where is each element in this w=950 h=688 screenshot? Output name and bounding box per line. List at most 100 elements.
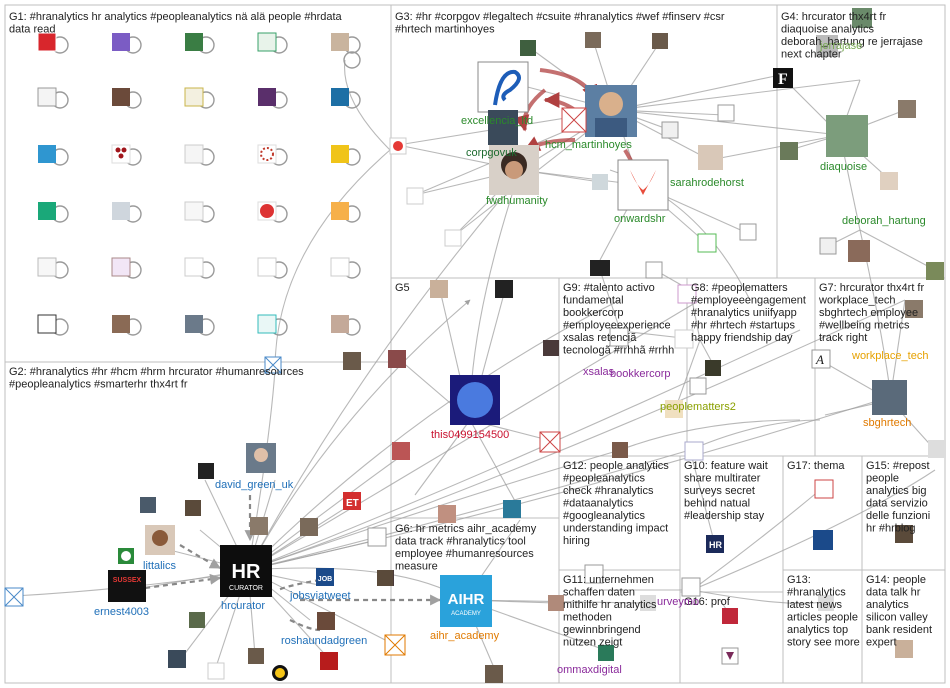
node-avatar[interactable] [37,314,57,334]
node-avatar[interactable] [184,257,204,277]
node-avatar[interactable] [681,577,701,597]
node-aihr-academy[interactable] [440,575,492,627]
node-avatar[interactable] [168,650,186,668]
node-avatar[interactable] [816,35,838,57]
node-avatar[interactable] [320,652,338,670]
node-avatar[interactable] [584,564,604,584]
node-avatar[interactable] [257,257,277,277]
node-avatar[interactable] [495,280,513,298]
node-avatar[interactable] [598,645,614,661]
node-diaquoise[interactable] [826,115,868,157]
node-avatar[interactable] [343,492,361,510]
node-avatar[interactable] [665,400,683,418]
node-avatar[interactable] [677,284,697,304]
node-avatar[interactable] [717,104,735,122]
node-excellencia-ltd[interactable] [477,61,529,113]
node-avatar[interactable] [852,8,872,28]
node-avatar[interactable] [300,518,318,536]
node-avatar[interactable] [257,32,277,52]
node-avatar[interactable] [438,505,456,523]
node-avatar[interactable] [37,257,57,277]
node-avatar[interactable] [640,595,656,611]
node-avatar[interactable] [773,68,793,88]
node-avatar[interactable] [38,202,56,220]
node-avatar[interactable] [343,352,361,370]
node-deborah-hartung[interactable] [848,240,870,262]
node-avatar[interactable] [592,174,608,190]
node-avatar[interactable] [585,32,601,48]
node-avatar[interactable] [388,350,406,368]
node-avatar[interactable] [444,229,462,247]
node-avatar[interactable] [590,260,610,276]
node-avatar[interactable] [248,648,264,664]
node-avatar[interactable] [895,640,913,658]
node-avatar[interactable] [814,479,834,499]
node-avatar[interactable] [652,33,668,49]
node-jobsviatweet[interactable] [316,568,334,586]
node-avatar[interactable] [485,665,503,683]
node-avatar[interactable] [880,172,898,190]
node-avatar[interactable] [503,500,521,518]
node-avatar[interactable] [684,441,704,461]
node-avatar[interactable] [780,142,798,160]
node-avatar[interactable] [406,187,424,205]
node-avatar[interactable] [257,314,277,334]
node-avatar[interactable] [185,315,203,333]
node-avatar[interactable] [905,300,923,318]
node-avatar[interactable] [811,349,831,369]
node-avatar[interactable] [330,257,350,277]
node-avatar[interactable] [184,144,204,164]
node-avatar[interactable] [689,377,707,395]
node-avatar[interactable] [661,121,679,139]
node-corpgovuk[interactable] [488,110,518,145]
node-avatar[interactable] [331,33,349,51]
node-avatar[interactable] [331,88,349,106]
node-sarahrodehorst[interactable] [698,145,723,170]
node-avatar[interactable] [258,88,276,106]
node-avatar[interactable] [722,608,738,624]
node-avatar[interactable] [609,327,629,347]
node-avatar[interactable] [697,233,717,253]
node-avatar[interactable] [331,315,349,333]
node-avatar[interactable] [705,360,721,376]
node-roshaundadgreen[interactable] [317,612,335,630]
node-avatar[interactable] [928,440,946,458]
node-avatar[interactable] [198,463,214,479]
node-avatar[interactable] [739,223,757,241]
node-avatar[interactable] [185,500,201,516]
node-avatar[interactable] [895,525,913,543]
node-avatar[interactable] [37,87,57,107]
node-avatar[interactable] [392,442,410,460]
node-avatar[interactable] [111,257,131,277]
node-sbghrtech[interactable] [872,380,907,415]
node-avatar[interactable] [612,442,628,458]
node-avatar[interactable] [189,612,205,628]
node-avatar[interactable] [548,595,564,611]
node-avatar[interactable] [112,315,130,333]
node-hrcurator[interactable] [220,545,272,597]
node-avatar[interactable] [38,145,56,163]
node-avatar[interactable] [898,100,916,118]
node-avatar[interactable] [674,329,694,349]
node-avatar[interactable] [184,87,204,107]
node-avatar[interactable] [818,595,834,611]
node-avatar[interactable] [185,33,203,51]
node-avatar[interactable] [377,570,393,586]
node-avatar[interactable] [367,527,387,547]
node-avatar[interactable] [112,33,130,51]
node-avatar[interactable] [112,88,130,106]
node-onwardshr[interactable] [617,159,669,211]
node-avatar[interactable] [112,202,130,220]
node-avatar[interactable] [520,40,536,56]
node-avatar[interactable] [331,202,349,220]
node-avatar[interactable] [813,530,833,550]
node-avatar[interactable] [207,662,225,680]
node-avatar[interactable] [430,280,448,298]
node-avatar[interactable] [37,32,57,52]
node-avatar[interactable] [926,262,944,280]
node-avatar[interactable] [331,145,349,163]
node-ernest4003[interactable] [108,570,146,602]
node-avatar[interactable] [706,535,724,553]
node-avatar[interactable] [819,237,837,255]
node-avatar[interactable] [543,340,559,356]
